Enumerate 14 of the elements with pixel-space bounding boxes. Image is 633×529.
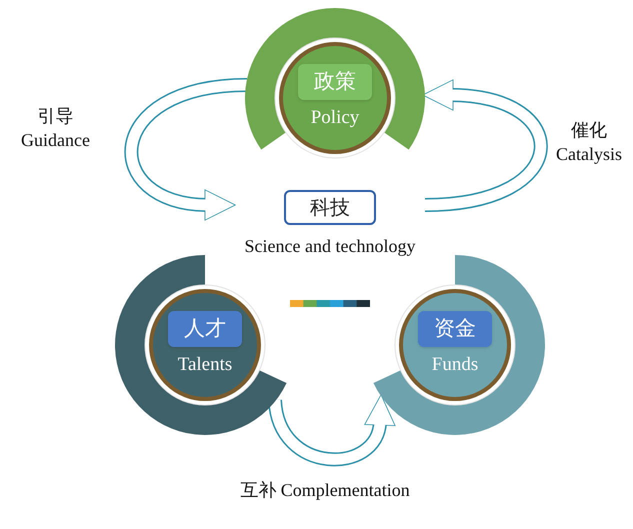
node-label: Funds	[432, 352, 478, 376]
title-badge: 人才	[168, 311, 242, 346]
edge-label: 催化 Catalysis	[555, 119, 623, 166]
edge-label: 互补 Complementation	[239, 479, 411, 502]
title-badge: 政策	[298, 64, 372, 100]
node-label: Talents	[178, 352, 232, 376]
tech-box: 科技	[284, 190, 376, 225]
block-arrow	[422, 80, 548, 212]
block-arrow	[268, 394, 395, 466]
node-label: Science and technology	[244, 235, 416, 258]
title-badge: 资金	[418, 311, 492, 346]
node-label: Policy	[310, 106, 360, 130]
edge-label: 引导 Guidance	[20, 105, 91, 152]
block-arrow	[124, 78, 248, 220]
